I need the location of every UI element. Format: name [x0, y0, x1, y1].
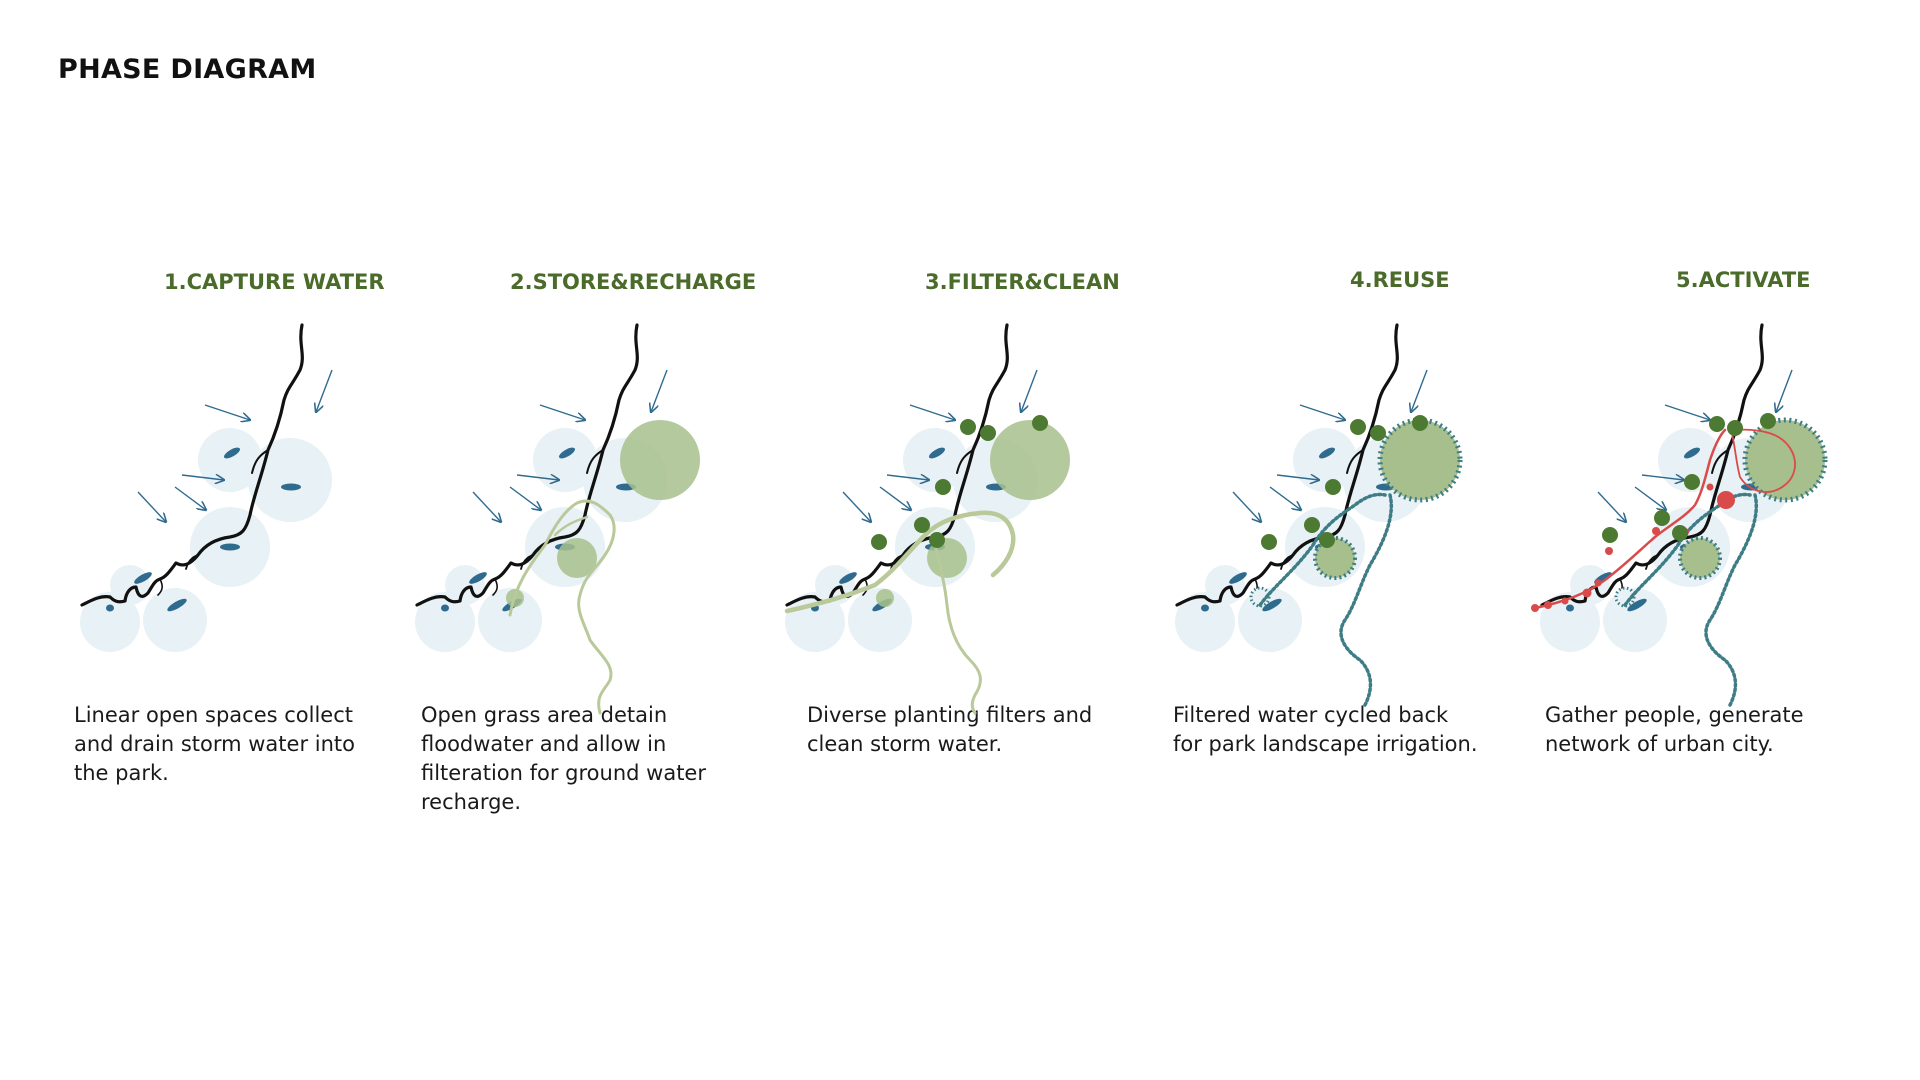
detention-area [620, 420, 700, 500]
gathering-node [1531, 604, 1539, 612]
recharge-path [508, 499, 616, 715]
planting-node [1261, 534, 1277, 550]
phase-1-heading: 1.CAPTURE WATER [164, 270, 385, 294]
gathering-node [1544, 601, 1552, 609]
planting-node [1709, 416, 1725, 432]
detention-area [990, 420, 1070, 500]
phase-2-desc-line: recharge. [421, 790, 522, 814]
phase-3-desc-line: Diverse planting filters and [807, 703, 1093, 727]
phase-2-description: Open grass area detain floodwater and al… [421, 701, 706, 817]
gathering-node [1582, 588, 1592, 598]
phase-2-desc-line: Open grass area detain [421, 703, 668, 727]
recharge-path [553, 515, 589, 537]
gathering-node [1594, 579, 1602, 587]
planting-node [1325, 479, 1341, 495]
planting-node [929, 532, 945, 548]
phase-5-desc-line: network of urban city. [1545, 732, 1774, 756]
planting-node [914, 517, 930, 533]
phase-1-desc-line: Linear open spaces collect [74, 703, 354, 727]
phase-4-desc-line: for park landscape irrigation. [1173, 732, 1478, 756]
phase-5-desc-line: Gather people, generate [1545, 703, 1804, 727]
planting-node [871, 534, 887, 550]
planting-node [1412, 415, 1428, 431]
irrigation-zone [1377, 417, 1463, 503]
phase-2-desc-line: filteration for ground water [421, 761, 706, 785]
page-title: PHASE DIAGRAM [58, 54, 317, 85]
irrigation-zone [1313, 536, 1357, 580]
phase-1-diagram [80, 325, 332, 652]
planting-node [1602, 527, 1618, 543]
detention-area [876, 589, 894, 607]
activity-network-line [1729, 424, 1796, 493]
filter-path [933, 543, 982, 715]
gathering-node [1605, 547, 1613, 555]
irrigation-path [1339, 493, 1393, 707]
phase-3-diagram [784, 325, 1070, 715]
planting-node [1319, 532, 1335, 548]
phase-2-diagram [415, 325, 700, 715]
phase-4-heading: 4.REUSE [1350, 268, 1450, 292]
irrigation-path [1704, 493, 1758, 707]
planting-node [935, 479, 951, 495]
irrigation-zone [1678, 536, 1722, 580]
phase-2-heading: 2.STORE&RECHARGE [510, 270, 757, 294]
irrigation-zone [1742, 417, 1828, 503]
phase-5-heading: 5.ACTIVATE [1676, 268, 1811, 292]
phase-4-diagram [1175, 325, 1463, 707]
phase-2-desc-line: floodwater and allow in [421, 732, 667, 756]
phase-4-desc-line: Filtered water cycled back [1173, 703, 1449, 727]
phase-3-heading: 3.FILTER&CLEAN [925, 270, 1120, 294]
phase-4-description: Filtered water cycled back for park land… [1173, 701, 1478, 759]
planting-node [1654, 510, 1670, 526]
irrigation-path [1258, 492, 1387, 607]
phase-1-description: Linear open spaces collect and drain sto… [74, 701, 355, 788]
planting-node [1370, 425, 1386, 441]
gathering-node [1652, 527, 1660, 535]
phase-3-desc-line: clean storm water. [807, 732, 1003, 756]
planting-node [1684, 474, 1700, 490]
planting-node [1350, 419, 1366, 435]
phase-3-description: Diverse planting filters and clean storm… [807, 701, 1092, 759]
filter-path [784, 510, 1016, 614]
irrigation-path [1623, 492, 1752, 607]
planting-node [980, 425, 996, 441]
gathering-node [1561, 597, 1569, 605]
phase-5-diagram [1531, 325, 1828, 707]
planting-node [1760, 413, 1776, 429]
planting-node [1672, 525, 1688, 541]
planting-node [1032, 415, 1048, 431]
planting-node [1727, 420, 1743, 436]
planting-node [1304, 517, 1320, 533]
phase-1-desc-line: and drain storm water into [74, 732, 355, 756]
planting-node [960, 419, 976, 435]
phase-5-description: Gather people, generate network of urban… [1545, 701, 1804, 759]
gathering-node [1706, 483, 1714, 491]
phase-1-desc-line: the park. [74, 761, 169, 785]
activity-network-line [1533, 428, 1727, 610]
detention-area [557, 538, 597, 578]
gathering-node [1717, 491, 1735, 509]
